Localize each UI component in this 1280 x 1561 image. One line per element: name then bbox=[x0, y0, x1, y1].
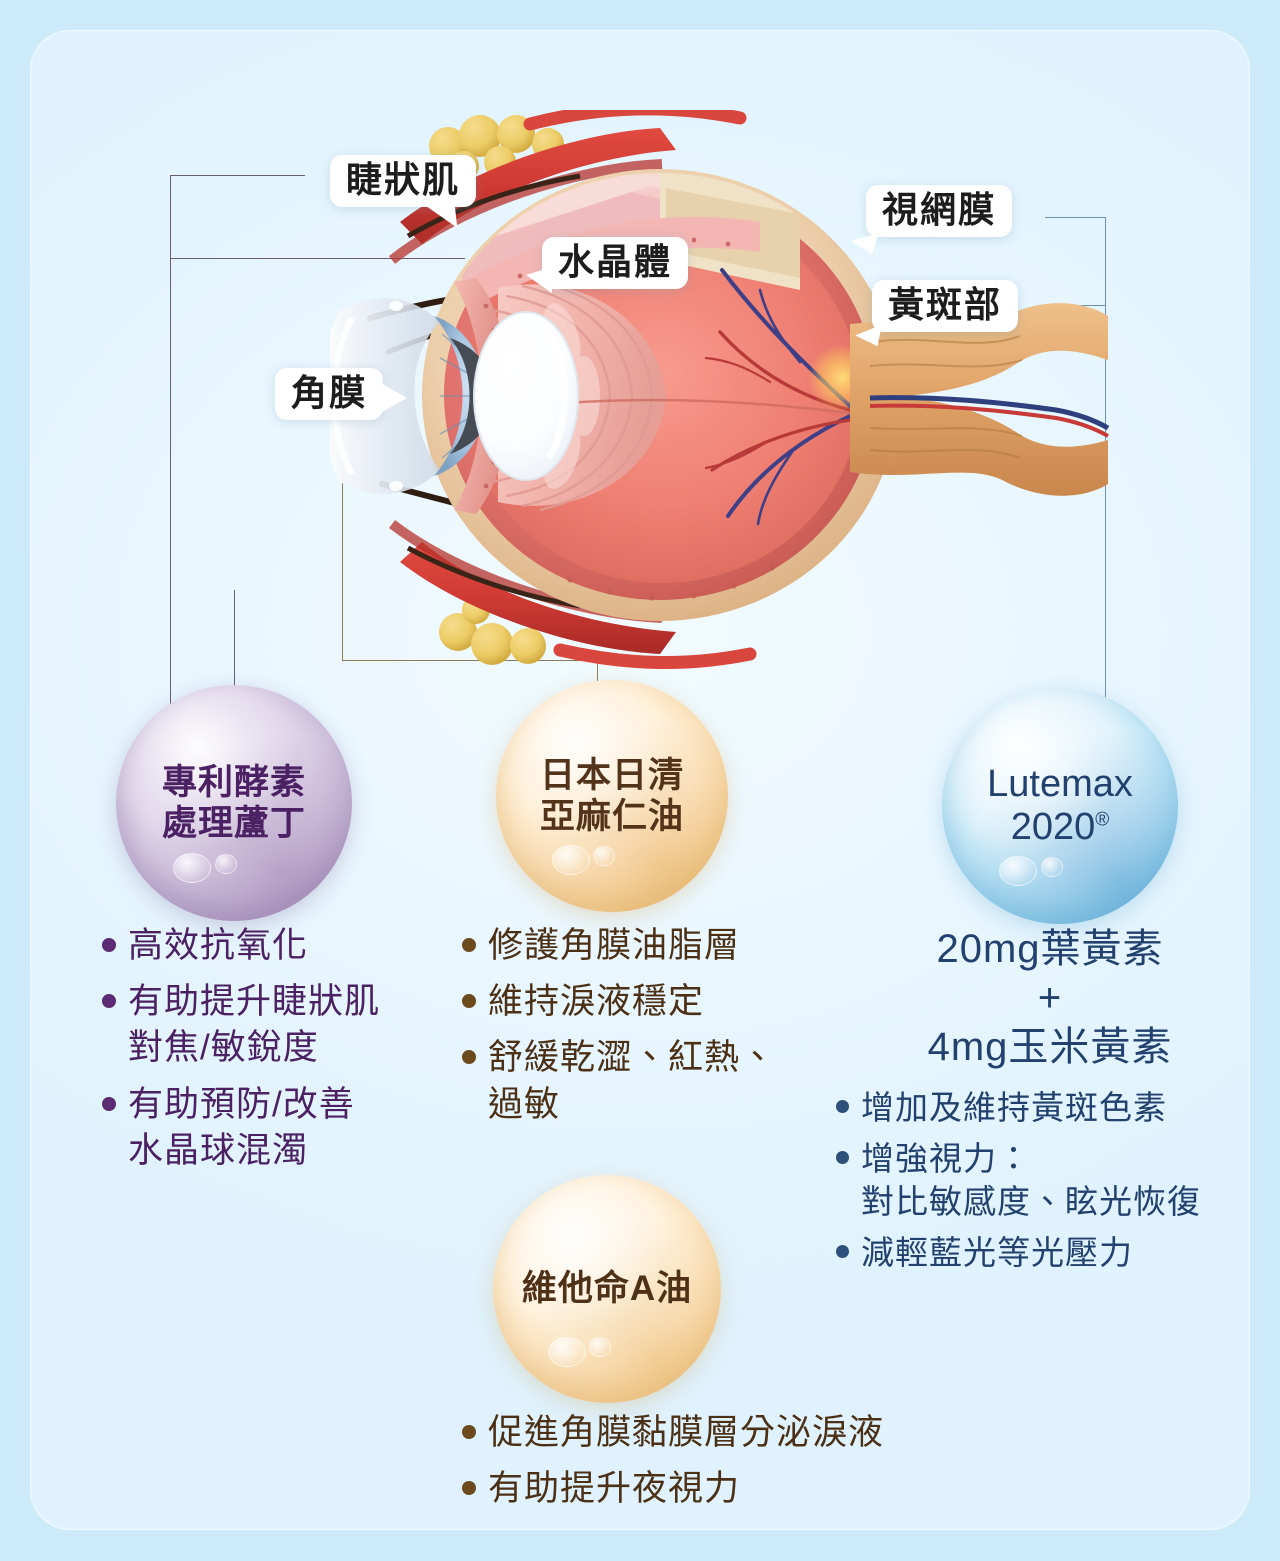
content-panel: 睫狀肌 水晶體 角膜 視網膜 黃斑部 專利酵素 處理蘆丁 日本日清 亞麻仁油 bbox=[30, 30, 1250, 1530]
list-item-text: 舒緩乾澀、紅熱、 過敏 bbox=[488, 1038, 777, 1124]
ingredient-bubble-vitamin-a-oil: 維他命A油 bbox=[493, 1175, 721, 1403]
benefits-list-flaxseed-oil: 修護角膜油脂層 維持淚液穩定 舒緩乾澀、紅熱、 過敏 bbox=[462, 923, 822, 1138]
bubble-highlight-icon bbox=[588, 1337, 611, 1358]
registered-trademark-icon: ® bbox=[1095, 809, 1110, 831]
retinal-vessels bbox=[704, 268, 852, 526]
bullet-dot-icon bbox=[836, 1100, 849, 1113]
list-item: 修護角膜油脂層 bbox=[462, 923, 822, 969]
bullet-dot-icon bbox=[102, 1096, 116, 1111]
bullet-dot-icon bbox=[462, 1481, 476, 1496]
connector-tan-vertical-a bbox=[342, 430, 343, 660]
label-ciliary-muscle: 睫狀肌 bbox=[330, 155, 477, 235]
list-item-text: 增強視力： 對比敏感度、眩光恢復 bbox=[861, 1139, 1201, 1221]
list-item-text: 促進角膜黏膜層分泌淚液 bbox=[488, 1413, 885, 1452]
callout-tail-icon bbox=[379, 382, 408, 414]
lutemax-brand-line1: Lutemax bbox=[987, 763, 1133, 806]
bullet-dot-icon bbox=[836, 1150, 849, 1164]
list-item: 增強視力： 對比敏感度、眩光恢復 bbox=[836, 1137, 1250, 1224]
ingredient-bubble-flaxseed-oil: 日本日清 亞麻仁油 bbox=[496, 680, 728, 912]
connector-cornea-horizontal bbox=[170, 258, 465, 259]
bubble-highlight-icon bbox=[172, 853, 211, 884]
bullet-dot-icon bbox=[102, 994, 116, 1009]
benefits-list-vitamin-a-oil: 促進角膜黏膜層分泌淚液 有助提升夜視力 bbox=[462, 1410, 1002, 1522]
bullet-dot-icon bbox=[462, 938, 476, 952]
label-macula: 黃斑部 bbox=[853, 280, 1019, 347]
connector-purple-bubble-drop bbox=[234, 590, 235, 700]
lutemax-brand-line2: 2020 bbox=[1010, 806, 1096, 848]
bullet-dot-icon bbox=[462, 994, 476, 1009]
label-retina: 視網膜 bbox=[849, 185, 1013, 255]
benefits-list-lutemax: 增加及維持黃斑色素 增強視力： 對比敏感度、眩光恢復 減輕藍光等光壓力 bbox=[836, 1086, 1250, 1281]
list-item-text: 有助提升睫狀肌 對焦/敏銳度 bbox=[128, 982, 381, 1068]
benefits-list-rutin: 高效抗氧化 有助提升睫狀肌 對焦/敏銳度 有助預防/改善 水晶球混濁 bbox=[102, 923, 462, 1184]
label-cornea: 角膜 bbox=[275, 368, 408, 420]
label-ciliary-muscle-text: 睫狀肌 bbox=[346, 159, 461, 200]
bubble-highlight-icon bbox=[215, 853, 238, 874]
label-macula-text: 黃斑部 bbox=[888, 284, 1003, 325]
connector-tan-horizontal bbox=[342, 660, 597, 661]
label-cornea-text: 角膜 bbox=[291, 372, 368, 413]
connector-retina-horizontal bbox=[1045, 217, 1105, 218]
bullet-dot-icon bbox=[462, 1425, 476, 1439]
connector-tan-vertical-b bbox=[597, 660, 598, 695]
label-lens: 水晶體 bbox=[526, 237, 689, 293]
lens bbox=[474, 312, 578, 480]
bullet-dot-icon bbox=[836, 1244, 849, 1258]
list-item-text: 增加及維持黃斑色素 bbox=[861, 1089, 1167, 1126]
bullet-dot-icon bbox=[102, 938, 116, 952]
callout-tail-icon bbox=[853, 319, 883, 347]
list-item-text: 有助預防/改善 水晶球混濁 bbox=[128, 1084, 355, 1170]
list-item: 促進角膜黏膜層分泌淚液 bbox=[462, 1410, 1002, 1456]
bubble-highlight-icon bbox=[547, 1336, 586, 1367]
list-item-text: 減輕藍光等光壓力 bbox=[861, 1233, 1133, 1271]
bubble-highlight-icon bbox=[1041, 856, 1064, 877]
callout-tail-icon bbox=[526, 267, 552, 293]
list-item: 高效抗氧化 bbox=[102, 923, 462, 969]
ingredient-bubble-flaxseed-oil-label: 日本日清 亞麻仁油 bbox=[539, 755, 684, 836]
ingredient-bubble-rutin: 專利酵素 處理蘆丁 bbox=[116, 685, 352, 921]
label-lens-text: 水晶體 bbox=[558, 241, 673, 282]
list-item: 舒緩乾澀、紅熱、 過敏 bbox=[462, 1035, 822, 1127]
ingredient-bubble-rutin-label: 專利酵素 處理蘆丁 bbox=[161, 762, 306, 843]
list-item-text: 修護角膜油脂層 bbox=[488, 926, 741, 965]
connector-left-vertical bbox=[170, 175, 171, 760]
list-item: 減輕藍光等光壓力 bbox=[836, 1231, 1250, 1275]
list-item-text: 維持淚液穩定 bbox=[488, 982, 705, 1022]
list-item: 有助預防/改善 水晶球混濁 bbox=[102, 1082, 462, 1174]
bubble-highlight-icon bbox=[593, 845, 616, 866]
bubble-highlight-icon bbox=[551, 844, 590, 875]
list-item: 有助提升睫狀肌 對焦/敏銳度 bbox=[102, 979, 462, 1071]
connector-ciliary-horizontal bbox=[170, 175, 305, 176]
bubble-highlight-icon bbox=[998, 856, 1037, 887]
ingredient-bubble-vitamin-a-oil-label: 維他命A油 bbox=[521, 1269, 693, 1309]
list-item: 有助提升夜視力 bbox=[462, 1466, 1002, 1512]
list-item-text: 高效抗氧化 bbox=[128, 926, 309, 965]
list-item: 維持淚液穩定 bbox=[462, 979, 822, 1025]
lutemax-dosage-text: 20mg葉黃素 + 4mg玉米黃素 bbox=[927, 927, 1173, 1069]
bullet-dot-icon bbox=[462, 1050, 476, 1065]
optic-nerve bbox=[850, 303, 1110, 496]
list-item: 增加及維持黃斑色素 bbox=[836, 1086, 1250, 1130]
list-item-text: 有助提升夜視力 bbox=[488, 1469, 741, 1509]
label-retina-text: 視網膜 bbox=[882, 189, 997, 230]
